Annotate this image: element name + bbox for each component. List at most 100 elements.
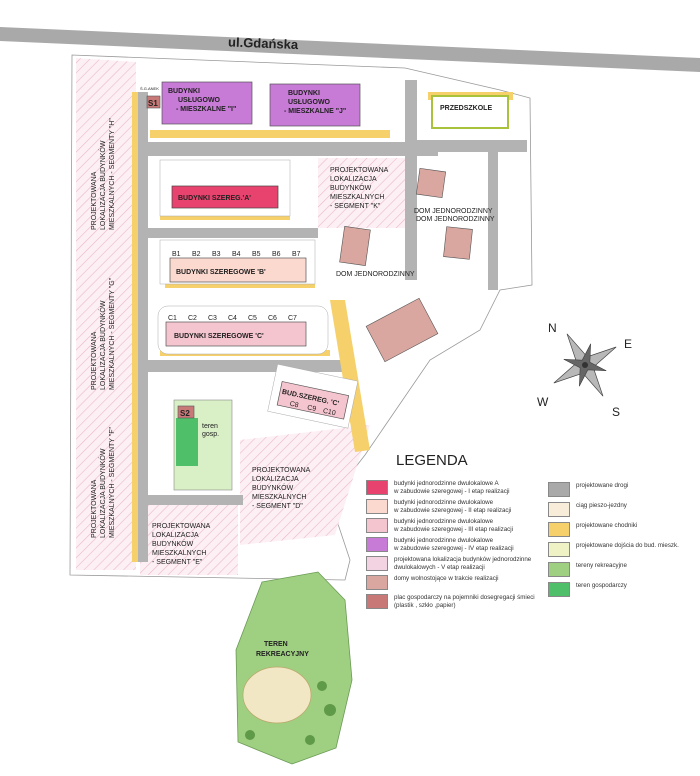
rekreacja-label-1: TEREN <box>264 641 288 648</box>
building-j-label-2: USŁUGOWO <box>288 99 331 106</box>
tree-icon <box>317 681 327 691</box>
segment-e-line-2: LOKALIZACJA <box>152 532 199 539</box>
legend-swatch <box>548 482 570 497</box>
tree-icon <box>324 704 336 716</box>
legend-label-line: w zabudowie szeregowej - III etap realiz… <box>394 525 513 533</box>
unit-b1: B1 <box>172 251 181 258</box>
building-j-label-1: BUDYNKI <box>288 90 320 97</box>
compass-s: S <box>612 405 620 419</box>
building-b <box>169 257 307 283</box>
unit-c3: C3 <box>208 315 217 322</box>
segment-g-label: PROJEKTOWANA LOKALIZACJA BUDYNKÓW MIESZK… <box>91 277 116 390</box>
legend-swatch <box>366 594 388 609</box>
path-a <box>160 214 290 220</box>
unit-c9: C9 <box>307 404 317 413</box>
teren-gosp-green <box>176 418 198 466</box>
segment-h-line-2: LOKALIZACJA BUDYNKÓW <box>98 140 107 230</box>
legend-title: LEGENDA <box>396 452 468 469</box>
compass-n: N <box>548 321 557 335</box>
unit-b4: B4 <box>232 251 241 258</box>
legend-label: tereny rekreacyjne <box>576 562 627 570</box>
legend-label-line: budynki jednorodzinne dwulokalowe <box>394 518 494 525</box>
segment-d-line-2: LOKALIZACJA <box>252 476 299 483</box>
segment-e-line-4: MIESZKALNYCH <box>152 550 206 557</box>
rekreacja-label-2: REKREACYJNY <box>256 651 309 658</box>
legend-item: ciąg pieszo-jezdny <box>548 502 627 517</box>
segment-g-line-2: LOKALIZACJA BUDYNKÓW <box>98 300 107 390</box>
compass-rose <box>553 333 617 397</box>
legend-label: domy wolnostojące w trakcie realizacji <box>394 575 499 583</box>
marker-s1-note: Ś.G.ANEK <box>140 86 159 91</box>
legend-swatch <box>548 502 570 517</box>
segment-f-label: PROJEKTOWANA LOKALIZACJA BUDYNKÓW MIESZK… <box>91 426 116 538</box>
segment-f-line-1: PROJEKTOWANA <box>91 479 98 538</box>
legend-label-line: w zabudowie szeregowej - IV etap realiza… <box>394 544 514 552</box>
legend-label-line: w zabudowie szeregowej - II etap realiza… <box>394 506 512 514</box>
legend-item: projektowana lokalizacja budynków jednor… <box>366 556 531 571</box>
teren-gosp-label-1: teren <box>202 423 218 430</box>
legend-item: projektowane chodniki <box>548 522 637 537</box>
legend-label: projektowana lokalizacja budynków jednor… <box>394 556 531 571</box>
legend-label: projektowane chodniki <box>576 522 637 530</box>
unit-c2: C2 <box>188 315 197 322</box>
segment-h-label: PROJEKTOWANA LOKALIZACJA BUDYNKÓW MIESZK… <box>91 118 116 230</box>
segment-k-line-3: BUDYNKÓW <box>330 183 372 192</box>
road-ul-gdanska <box>0 27 700 72</box>
segment-d-line-5: - SEGMENT "D" <box>252 503 303 510</box>
dom-label-3: DOM JEDNORODZINNY <box>336 271 415 278</box>
path-ij <box>150 130 390 138</box>
building-c-small: BUD.SZEREG. 'C' C8 C9 C10 <box>267 363 359 429</box>
segment-h-line-3: MIESZKALNYCH - SEGMENTY "H" <box>109 118 116 230</box>
legend-swatch <box>548 542 570 557</box>
segment-d-line-1: PROJEKTOWANA <box>252 467 311 474</box>
segment-f-line-3: MIESZKALNYCH - SEGMENTY "F" <box>109 426 116 538</box>
legend-swatch <box>366 499 388 514</box>
unit-c7: C7 <box>288 315 297 322</box>
legend-label: ciąg pieszo-jezdny <box>576 502 627 510</box>
building-c-units: C1 C2 C3 C4 C5 C6 C7 <box>168 315 297 322</box>
unit-c5: C5 <box>248 315 257 322</box>
legend-label-line: teren gospodarczy <box>576 582 627 589</box>
tree-icon <box>305 735 315 745</box>
legend-label-line: projektowane dojścia do bud. mieszk. <box>576 542 679 549</box>
legend-swatch <box>548 562 570 577</box>
segment-e-line-1: PROJEKTOWANA <box>152 523 211 530</box>
legend-label: projektowane dojścia do bud. mieszk. <box>576 542 679 550</box>
rekreacja-plaza <box>242 666 312 724</box>
legend-swatch <box>366 556 388 571</box>
legend-item: plac gospodarczy na pojemniki dosegregac… <box>366 594 535 609</box>
building-b-units: B1 B2 B3 B4 B5 B6 B7 <box>172 251 301 258</box>
legend-label: projektowane drogi <box>576 482 628 490</box>
segment-e-line-5: - SEGMENT "E" <box>152 559 203 566</box>
przedszkole-label: PRZEDSZKOLE <box>440 105 492 112</box>
legend-label-line: (plastik , szkło ,papier) <box>394 601 456 609</box>
building-c-small-body <box>276 381 350 420</box>
legend-label-line: dwulokalowych - V etap realizacji <box>394 563 485 571</box>
legend-label-line: projektowana lokalizacja budynków jednor… <box>394 556 532 563</box>
legend: LEGENDA budynki jednorodzinne dwulokalow… <box>362 452 692 632</box>
unit-b5: B5 <box>252 251 261 258</box>
building-j <box>269 83 361 127</box>
legend-label-line: projektowane drogi <box>576 482 629 489</box>
building-a <box>171 185 279 209</box>
road-s <box>148 495 243 505</box>
road-east <box>405 80 417 280</box>
segment-f-area <box>76 400 136 570</box>
legend-item: tereny rekreacyjne <box>548 562 627 577</box>
unit-b2: B2 <box>192 251 201 258</box>
legend-swatch <box>366 575 388 590</box>
legend-label: plac gospodarczy na pojemniki dosegregac… <box>394 594 535 609</box>
legend-swatch <box>366 518 388 533</box>
marker-s2: S2 <box>180 409 190 418</box>
path-b <box>165 282 315 288</box>
legend-label-line: w zabudowie szeregowej - I etap realizac… <box>394 487 510 495</box>
legend-item: projektowane drogi <box>548 482 628 497</box>
road-ne <box>417 140 527 152</box>
dom-label-1: DOM JEDNORODZINNY <box>414 208 493 215</box>
